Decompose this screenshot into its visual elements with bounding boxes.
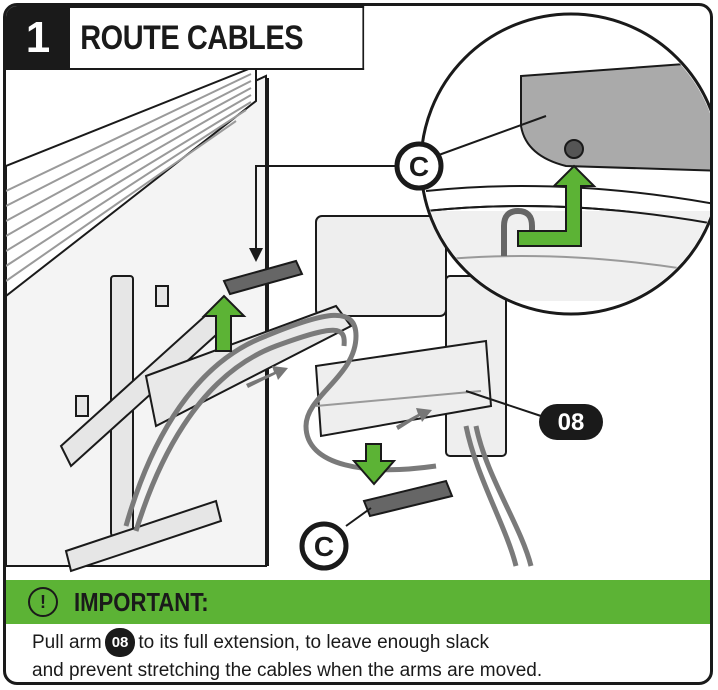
note-line-2: and prevent stretching the cables when t… — [32, 660, 543, 681]
zoom-detail — [419, 12, 710, 316]
step-title: ROUTE CABLES — [70, 6, 365, 70]
note-post: to its full extension, to leave enough s… — [138, 632, 490, 653]
instruction-panel: C C 08 1 ROUTE CABLES ! IMPORTANT: Pull … — [3, 3, 713, 685]
callout-08: 08 — [539, 404, 603, 440]
exclamation-circle-icon: ! — [28, 587, 58, 617]
tv-bracket — [59, 275, 228, 573]
step-number: 1 — [6, 6, 70, 70]
callout-c-zoom: C — [394, 141, 444, 191]
important-banner: ! IMPORTANT: — [6, 580, 710, 624]
callout-08-label: 08 — [558, 409, 585, 436]
note-part-08: 08 — [104, 628, 136, 657]
callout-c-bottom: C — [299, 521, 349, 571]
gray-arrows — [246, 366, 432, 430]
cable-cover-top — [222, 259, 304, 296]
step-header: 1 ROUTE CABLES — [6, 6, 416, 70]
cable-cover-bottom — [362, 479, 454, 518]
green-arrow-up — [201, 294, 247, 352]
illustration: C C 08 — [6, 12, 710, 573]
cables — [123, 312, 534, 567]
important-label: IMPORTANT: — [74, 586, 209, 617]
note-pre: Pull arm — [32, 632, 102, 653]
callout-c-bottom-label: C — [314, 531, 334, 562]
green-arrow-down — [351, 443, 397, 486]
callout-c-zoom-label: C — [409, 151, 429, 182]
arm-08 — [314, 339, 493, 438]
